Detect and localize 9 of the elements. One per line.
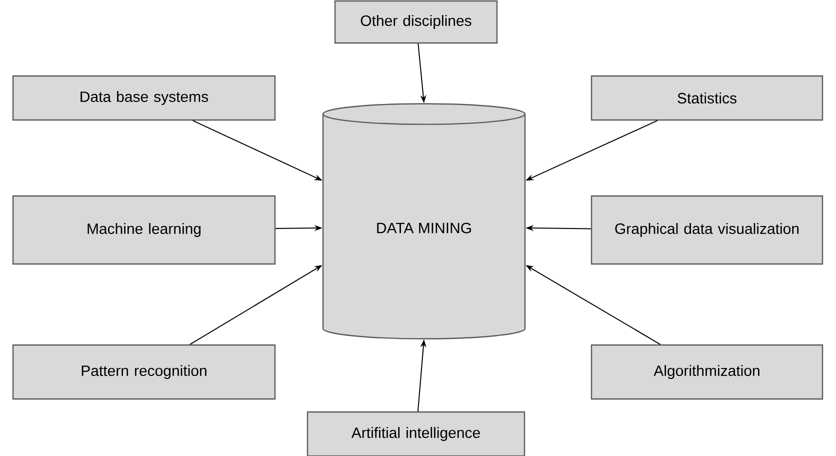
process-box: Pattern recognition: [12, 344, 276, 400]
process-box: Artifitial intelligence: [306, 411, 526, 456]
process-box: Other disciplines: [334, 0, 498, 44]
process-box: Data base systems: [12, 75, 276, 121]
process-box: Algorithmization: [590, 344, 824, 400]
cylinder-node: DATA MINING: [322, 103, 526, 340]
process-box: Graphical data visualization: [590, 195, 824, 265]
process-box: Machine learning: [12, 195, 276, 265]
process-box: Statistics: [590, 75, 824, 121]
